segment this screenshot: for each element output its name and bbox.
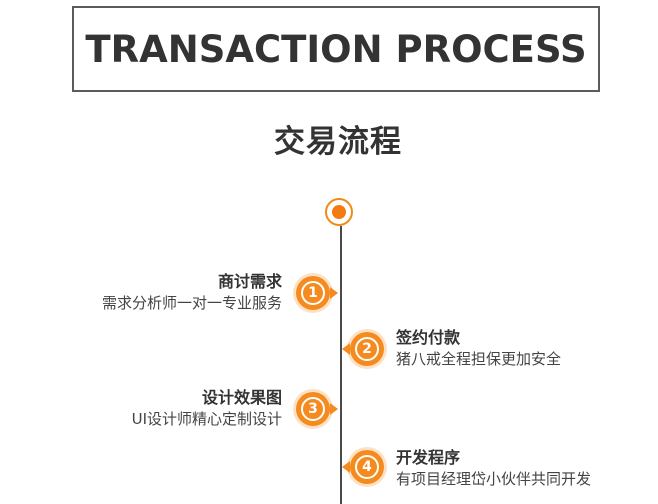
step-2-title: 签约付款 <box>396 328 461 347</box>
step-3-title: 设计效果图 <box>201 388 282 407</box>
step-4-badge-icon: 4 <box>342 450 384 484</box>
step-4-number: 4 <box>355 455 379 479</box>
step-1-number: 1 <box>301 281 325 305</box>
step-2-desc: 猪八戒全程担保更加安全 <box>396 350 562 368</box>
step-3-text: 设计效果图 UI设计师精心定制设计 <box>132 388 282 430</box>
title-chinese: 交易流程 <box>274 124 402 160</box>
step-1-badge-icon: 1 <box>296 276 338 310</box>
step-4-desc: 有项目经理岱小伙伴共同开发 <box>396 470 592 488</box>
title-english: TRANSACTION PROCESS <box>85 27 587 71</box>
title-banner: TRANSACTION PROCESS <box>72 6 600 92</box>
step-1-title: 商讨需求 <box>217 272 282 291</box>
step-2-text: 签约付款 猪八戒全程担保更加安全 <box>396 328 561 370</box>
step-1-desc: 需求分析师一对一专业服务 <box>101 294 282 312</box>
step-1-text: 商讨需求 需求分析师一对一专业服务 <box>102 272 282 314</box>
timeline-line <box>340 226 342 504</box>
step-4-title: 开发程序 <box>396 448 461 467</box>
timeline-start-dot-icon <box>325 198 353 226</box>
step-2-number: 2 <box>355 337 379 361</box>
step-3-number: 3 <box>301 397 325 421</box>
step-2-badge-icon: 2 <box>342 332 384 366</box>
step-3-desc: UI设计师精心定制设计 <box>131 410 282 428</box>
step-3-badge-icon: 3 <box>296 392 338 426</box>
step-4-text: 开发程序 有项目经理岱小伙伴共同开发 <box>396 448 591 490</box>
